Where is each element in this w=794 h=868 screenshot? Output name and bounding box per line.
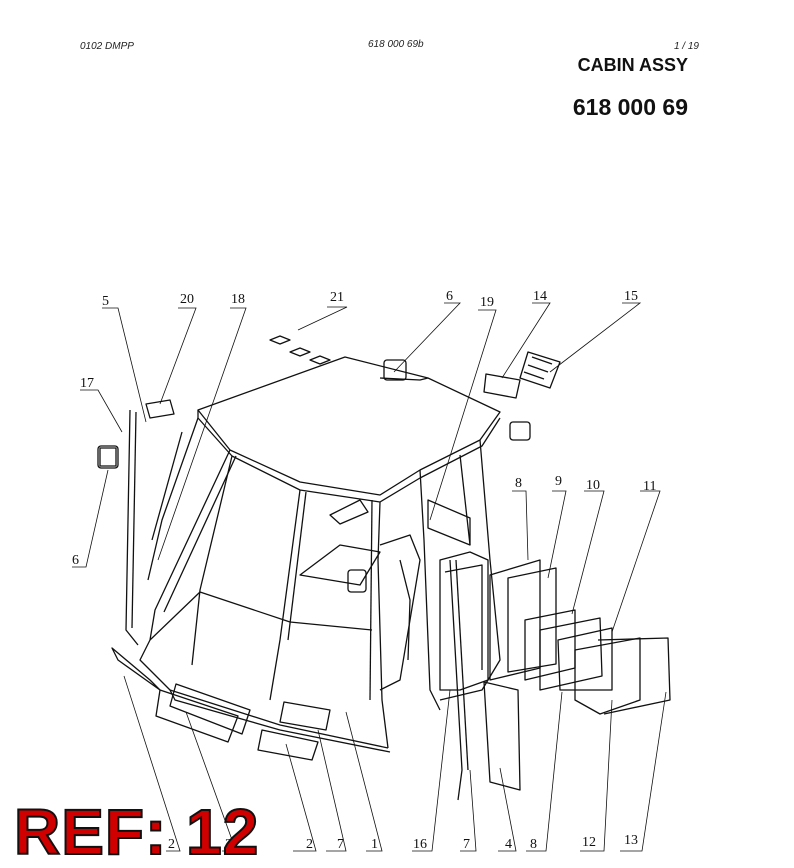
- callout-2-center: 2: [306, 837, 313, 852]
- callout-9: 9: [555, 474, 562, 489]
- callout-2-left: 2: [168, 837, 175, 852]
- page-title: CABIN ASSY: [577, 55, 688, 75]
- callout-8-bottom: 8: [530, 837, 537, 852]
- callout-7-left: 7: [337, 837, 344, 852]
- callout-4: 4: [505, 837, 512, 852]
- callout-18: 18: [231, 292, 245, 307]
- callout-6-top: 6: [446, 289, 453, 304]
- header-document-code: 618 000 69b: [368, 39, 424, 50]
- leader-lines: [72, 302, 667, 852]
- callout-14: 14: [533, 289, 547, 304]
- ref-label: REF: 12: [13, 796, 260, 868]
- callout-1: 1: [371, 837, 378, 852]
- callout-17: 17: [80, 376, 94, 391]
- header-page-number: 1 / 19: [673, 41, 699, 52]
- callout-5: 5: [102, 294, 109, 309]
- callout-6-left: 6: [72, 553, 79, 568]
- callout-7-right: 7: [463, 837, 470, 852]
- callout-19: 19: [480, 295, 494, 310]
- part-number: 618 000 69: [572, 94, 688, 120]
- header-left-code: 0102 DMPP: [80, 41, 134, 52]
- callout-15: 15: [624, 289, 638, 304]
- callout-13: 13: [624, 833, 638, 848]
- callout-3: 3: [225, 837, 232, 852]
- callout-16: 16: [413, 837, 427, 852]
- callout-12: 12: [582, 835, 596, 850]
- callout-20: 20: [180, 292, 194, 307]
- callout-11: 11: [643, 479, 656, 494]
- callout-10: 10: [586, 478, 600, 493]
- callout-8-top: 8: [515, 476, 522, 491]
- cabin-structure: [97, 335, 671, 801]
- callout-21: 21: [330, 290, 344, 305]
